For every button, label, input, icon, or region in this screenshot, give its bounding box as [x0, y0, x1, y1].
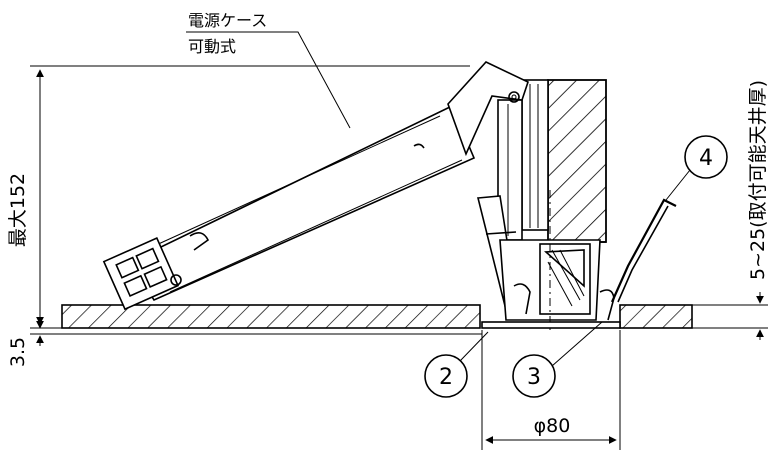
power-case [102, 61, 529, 311]
mounting-bracket [497, 79, 549, 241]
label-diameter: φ80 [534, 415, 571, 437]
callout-4: 4 [665, 135, 728, 201]
label-movable: 可動式 [188, 37, 236, 56]
mounting-spring-right [610, 198, 677, 303]
label-power-case: 電源ケース [188, 11, 267, 30]
svg-text:4: 4 [699, 146, 713, 171]
leader-power-case [186, 31, 351, 129]
callout-3: 3 [512, 321, 603, 398]
wood-joist [547, 79, 607, 243]
svg-text:2: 2 [439, 365, 453, 390]
svg-text:3: 3 [527, 365, 541, 390]
label-bezel: 3.5 [7, 337, 29, 367]
ceiling-board-right [619, 304, 693, 329]
callout-2: 2 [424, 331, 489, 398]
downlight-body [476, 190, 621, 330]
label-max-height: 最大152 [7, 173, 29, 247]
ceiling-board-left [61, 304, 481, 329]
label-ceiling-thickness: 5~25(取付可能天井厚) [747, 80, 769, 280]
